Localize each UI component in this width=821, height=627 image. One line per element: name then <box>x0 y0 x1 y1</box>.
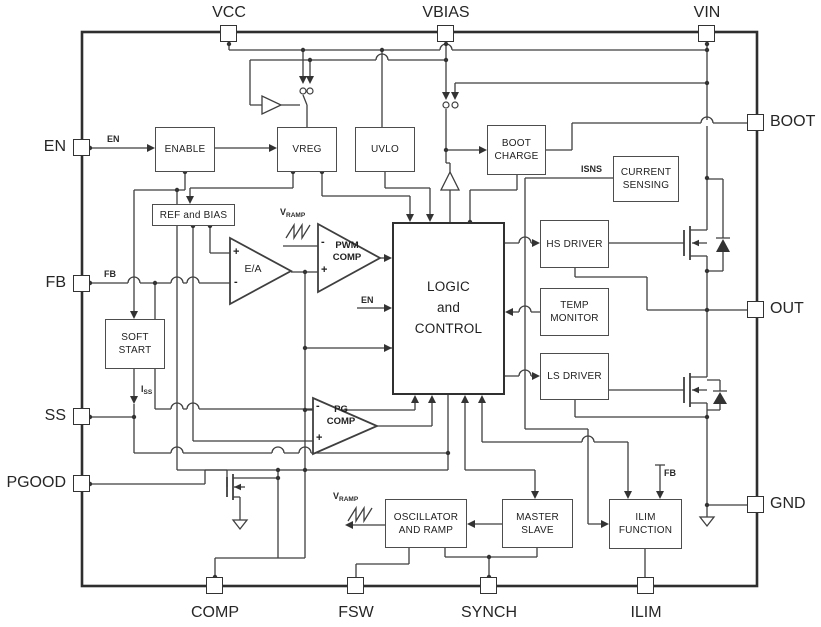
pin-label-vcc: VCC <box>212 4 246 21</box>
block-hs-driver: HS DRIVER <box>540 220 609 268</box>
ramp-wave-icon <box>285 222 311 241</box>
pin-label-fb: FB <box>45 274 66 291</box>
pin-fsw <box>347 577 364 594</box>
block-logic-and-control: LOGIC and CONTROL <box>392 222 505 395</box>
pin-label-comp: COMP <box>191 604 239 621</box>
error-amp-label: E/A <box>244 263 262 275</box>
pin-label-boot: BOOT <box>770 113 816 130</box>
pin-label-gnd: GND <box>770 495 806 512</box>
pg-comp-minus: - <box>316 400 320 412</box>
buffer-amp-icon <box>261 94 283 116</box>
block-uvlo: UVLO <box>355 127 415 172</box>
fb-ilim-wire-label: FB <box>664 468 676 478</box>
pin-label-out: OUT <box>770 300 804 317</box>
pin-boot <box>747 114 764 131</box>
block-boot-charge: BOOT CHARGE <box>487 125 546 175</box>
pin-vbias <box>437 25 454 42</box>
pg-comp-label: PG COMP <box>326 404 356 427</box>
vramp-osc-label: VRAMP <box>333 491 359 503</box>
pin-out <box>747 301 764 318</box>
pwm-comp-label: PWM COMP <box>332 240 362 263</box>
block-master-slave: MASTER SLAVE <box>502 499 573 548</box>
en-wire-label: EN <box>107 134 120 144</box>
block-ref-and-bias: REF and BIAS <box>152 204 235 226</box>
vramp-pwm-label: VRAMP <box>280 207 306 219</box>
pin-label-en: EN <box>43 138 66 155</box>
ramp-wave-icon <box>347 505 373 524</box>
ground-icon <box>698 516 716 528</box>
pin-label-ilim: ILIM <box>630 604 662 621</box>
pin-vin <box>698 25 715 42</box>
pin-label-vbias: VBIAS <box>422 4 470 21</box>
pin-pgood <box>73 475 90 492</box>
block-oscillator-and-ramp: OSCILLATOR AND RAMP <box>385 499 467 548</box>
pin-vcc <box>220 25 237 42</box>
fb-wire-label: FB <box>104 269 116 279</box>
pin-ss <box>73 408 90 425</box>
pwm-comp-minus: - <box>321 236 325 248</box>
ls-body-diode-icon <box>713 392 727 404</box>
pin-label-vin: VIN <box>693 4 721 21</box>
block-soft-start: SOFT START <box>105 319 165 369</box>
block-vreg: VREG <box>277 127 337 172</box>
error-amp-minus: - <box>234 276 238 288</box>
error-amp-plus: + <box>233 246 240 258</box>
block-temp-monitor: TEMP MONITOR <box>540 288 609 336</box>
level-shifter-amp-icon <box>439 170 461 191</box>
iss-wire-label: ISS <box>141 384 153 396</box>
error-amp-icon <box>229 236 293 306</box>
arrowheads <box>130 76 699 529</box>
pin-label-fsw: FSW <box>338 604 374 621</box>
pin-gnd <box>747 496 764 513</box>
pin-comp <box>206 577 223 594</box>
pwm-comp-plus: + <box>321 264 328 276</box>
ground-icon <box>231 519 249 531</box>
block-enable: ENABLE <box>155 127 215 172</box>
block-ls-driver: LS DRIVER <box>540 353 609 400</box>
en-logic-wire-label: EN <box>361 295 374 305</box>
pin-fb <box>73 275 90 292</box>
switch-contacts <box>299 87 459 109</box>
block-current-sensing: CURRENT SENSING <box>613 156 679 202</box>
pin-label-ss: SS <box>44 407 66 424</box>
pin-label-synch: SYNCH <box>460 604 518 621</box>
pin-ilim <box>637 577 654 594</box>
pg-comp-icon <box>312 396 380 456</box>
pin-synch <box>480 577 497 594</box>
pin-label-pgood: PGOOD <box>6 474 66 491</box>
block-ilim-function: ILIM FUNCTION <box>609 499 682 549</box>
hs-body-diode-icon <box>716 239 730 252</box>
pg-comp-plus: + <box>316 432 323 444</box>
pin-en <box>73 139 90 156</box>
isns-wire-label: ISNS <box>581 164 603 174</box>
pwm-comp-icon <box>317 222 382 294</box>
